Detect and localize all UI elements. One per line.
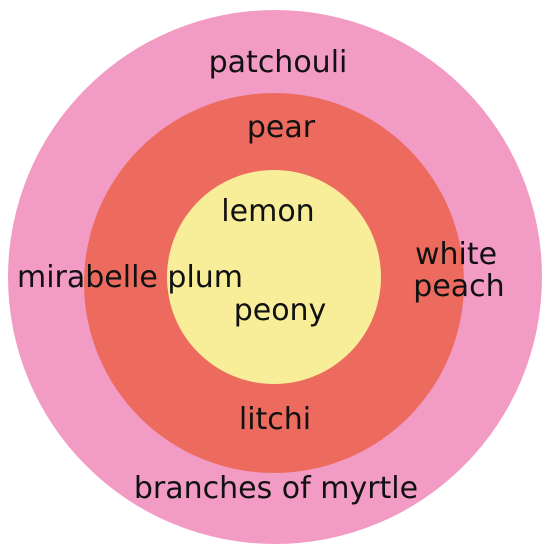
outer-note-branches-of-myrtle: branches of myrtle	[134, 471, 418, 506]
inner-note-lemon: lemon	[221, 194, 314, 229]
middle-note-peach: peach	[413, 269, 504, 304]
middle-note-litchi: litchi	[239, 402, 311, 437]
middle-note-white: white	[415, 237, 497, 272]
outer-note-mirabelle-plum: mirabelle plum	[17, 260, 243, 295]
outer-note-patchouli: patchouli	[209, 45, 348, 80]
middle-note-pear: pear	[247, 110, 316, 145]
inner-circle	[167, 170, 381, 384]
inner-note-peony: peony	[234, 293, 327, 328]
